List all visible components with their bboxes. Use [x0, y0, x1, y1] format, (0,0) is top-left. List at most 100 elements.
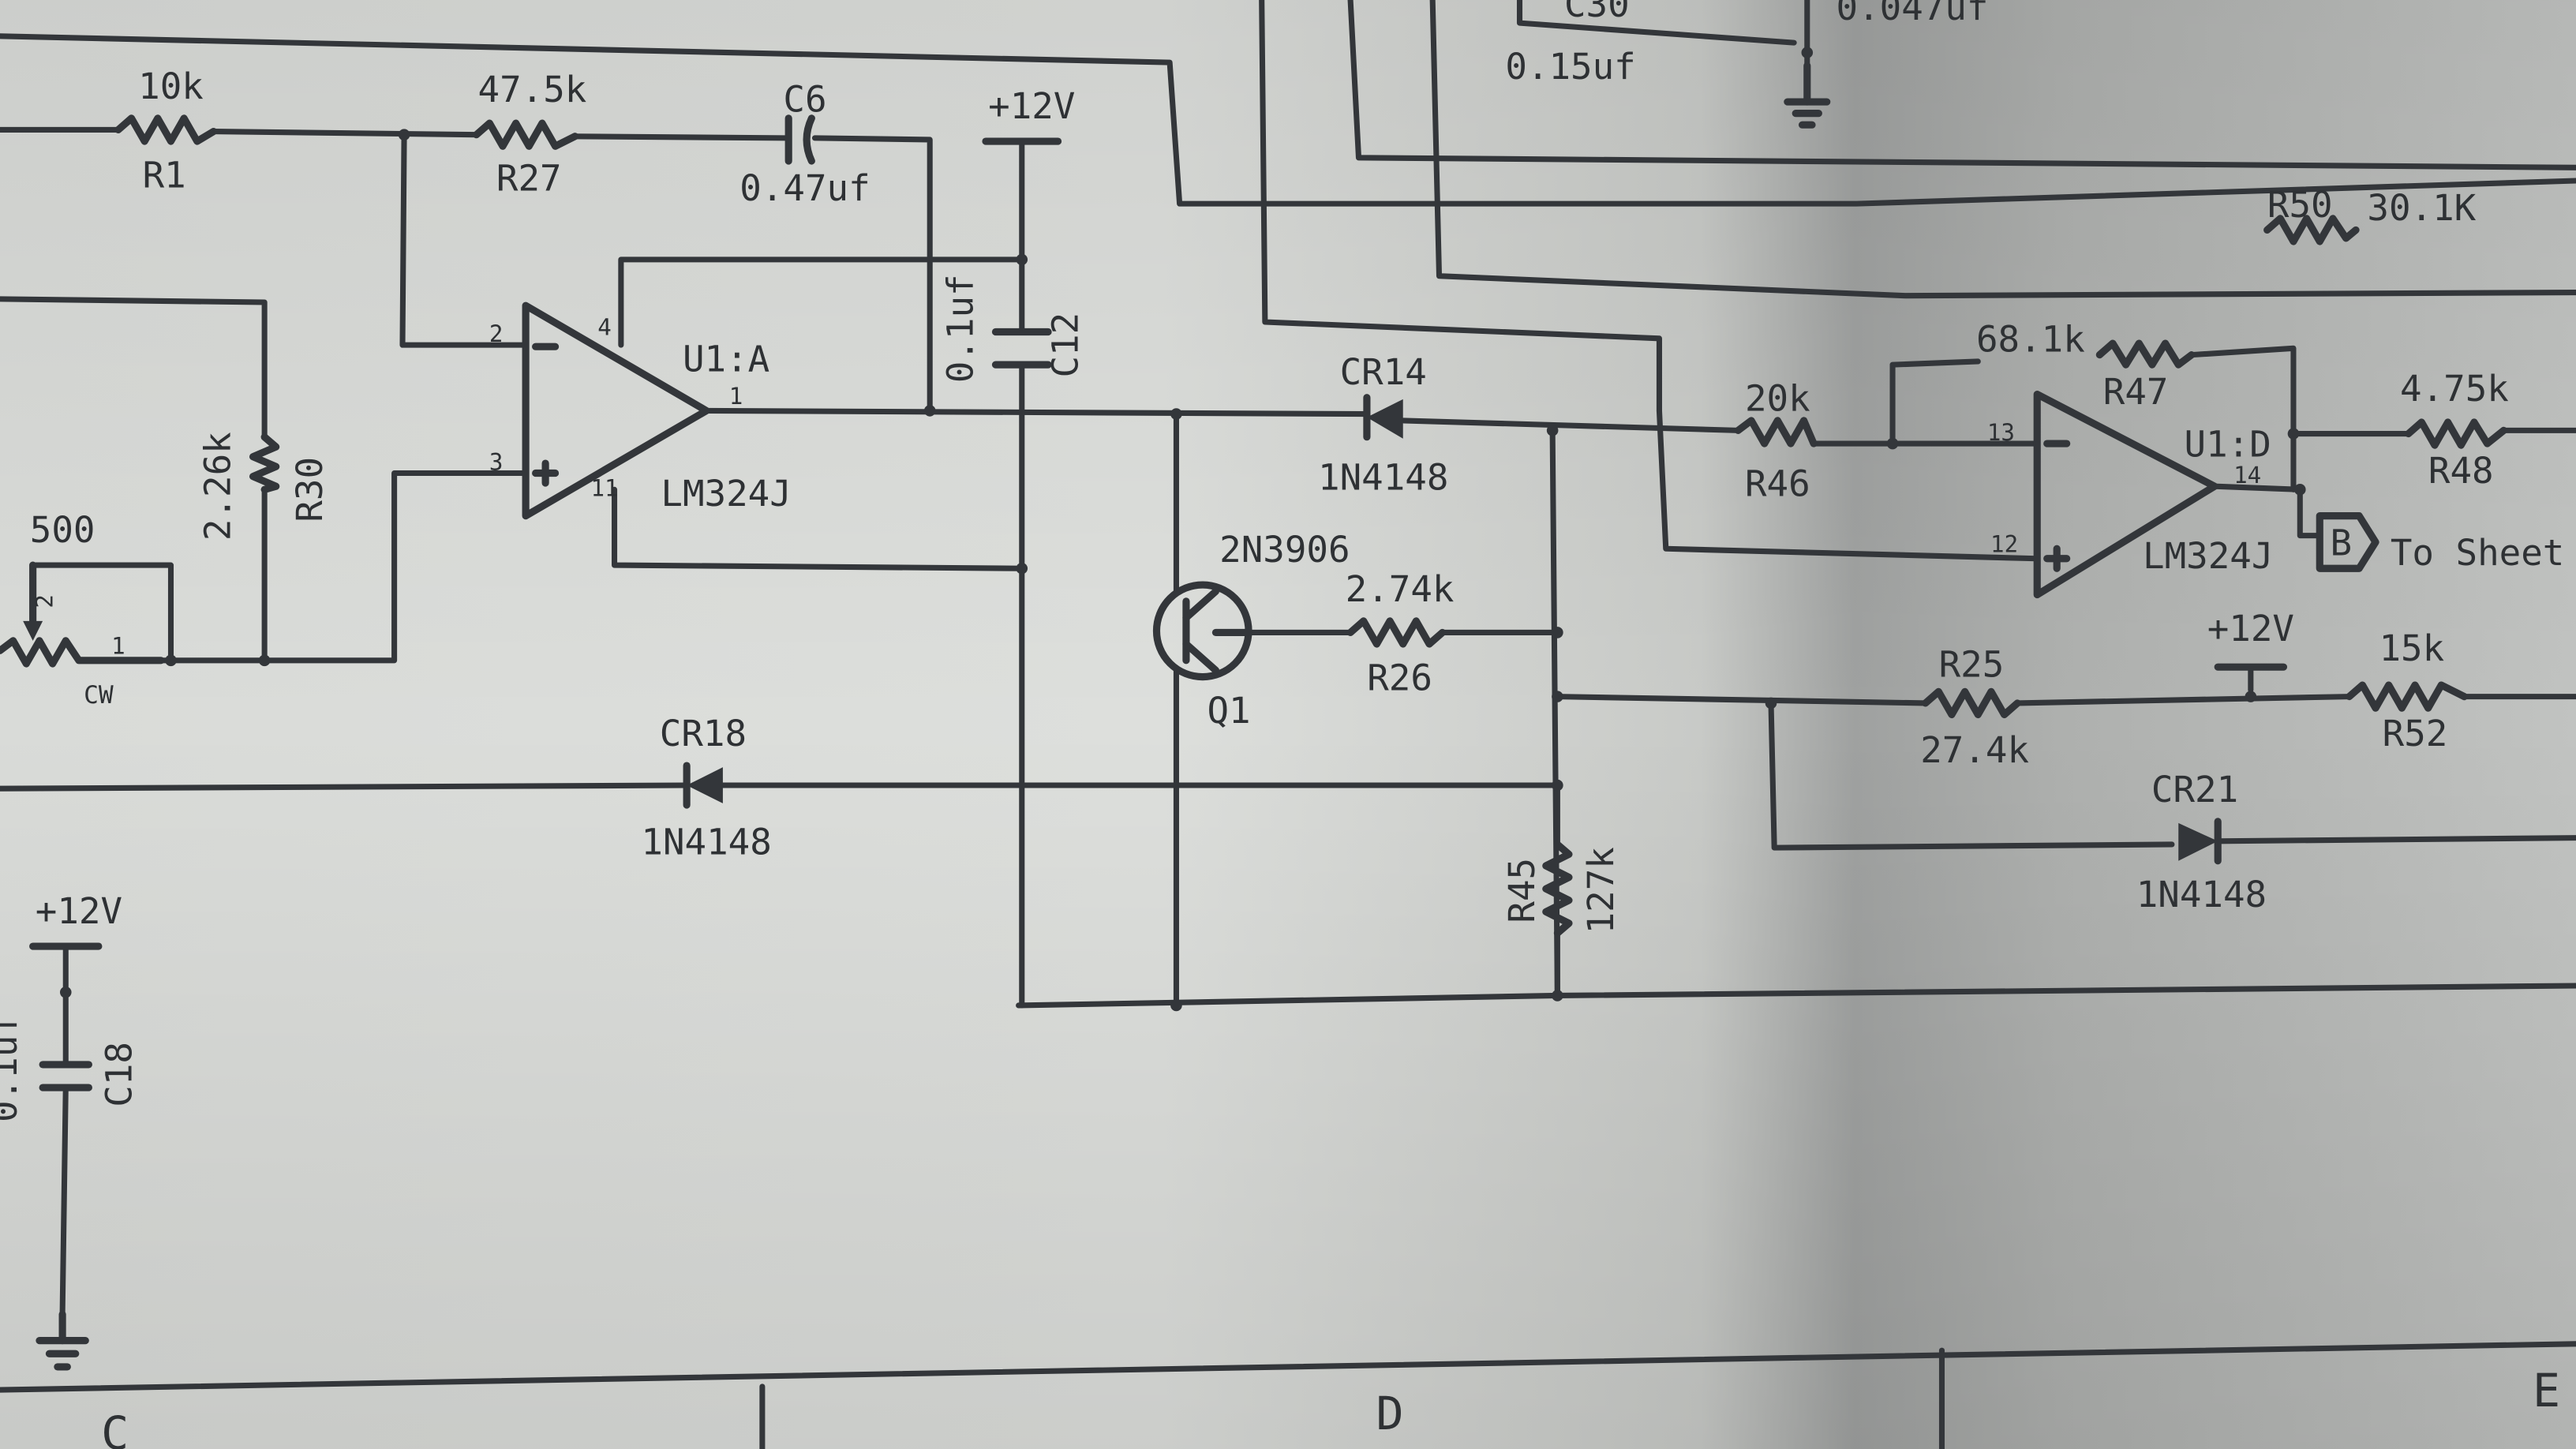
label-r45-value: 127k: [1579, 847, 1622, 934]
label-c6-ref: C6: [783, 78, 826, 121]
label-r25-ref: R25: [1939, 643, 2005, 686]
wire: [1656, 407, 2040, 562]
label-supply-r52: +12V: [2207, 607, 2294, 650]
frame-line: [0, 1341, 2576, 1393]
label-r47-ref: R47: [2103, 370, 2169, 413]
diode-cr14-symbol: [1363, 394, 1403, 441]
wire: [59, 1084, 69, 1317]
label-pot-cw: CW: [84, 681, 114, 710]
ground-icon: [1784, 62, 1831, 129]
wire: [703, 407, 1370, 417]
label-r48-ref: R48: [2428, 449, 2494, 492]
label-r27-value: 47.5k: [478, 68, 587, 110]
wire: [2188, 345, 2297, 492]
label-u1d-pin14: 14: [2233, 462, 2261, 489]
resistor-r50-symbol: [2263, 215, 2360, 245]
wire: [1889, 358, 1981, 447]
label-zone-c: C: [101, 1406, 129, 1449]
wire: [618, 256, 1025, 348]
label-u1d-ref: U1:D: [2185, 423, 2271, 466]
op-amp-u1d-symbol: [2033, 391, 2218, 599]
wire: [399, 132, 529, 348]
resistor-r30-symbol: [249, 433, 280, 493]
label-r30-ref: R30: [288, 457, 331, 522]
label-r27-ref: R27: [496, 156, 562, 199]
components: [0, 47, 2507, 1371]
label-r25-value: 27.4k: [1920, 728, 2029, 771]
wire: [2211, 483, 2303, 492]
label-cr18-ref: CR18: [660, 712, 747, 754]
label-zone-d: D: [1376, 1387, 1404, 1440]
resistor-r46-symbol: [1734, 417, 1818, 447]
wire: [1259, 0, 1662, 414]
label-u1d-part: LM324J: [2143, 534, 2273, 577]
label-cr21-ref: CR21: [2151, 768, 2238, 811]
label-r52-value: 15k: [2379, 627, 2444, 669]
wire: [611, 486, 1025, 571]
label-u1d-pin13: 13: [1987, 419, 2015, 446]
wire: [1549, 427, 1560, 999]
label-cr14-ref: CR14: [1340, 350, 1427, 393]
resistor-r26-symbol: [1346, 617, 1447, 648]
wire: [158, 470, 529, 664]
label-top-value: 0.047uf: [1837, 0, 1989, 28]
label-r47-value: 68.1k: [1976, 317, 2085, 360]
resistor-r27-symbol: [473, 119, 579, 150]
label-r48-value: 4.75k: [2400, 367, 2509, 410]
resistor-r45-symbol: [1542, 841, 1573, 937]
label-u1a-pin3: 3: [489, 448, 504, 475]
resistor-r47-symbol: [2095, 339, 2196, 369]
label-u1a-pin1: 1: [729, 383, 743, 410]
label-r46-value: 20k: [1745, 376, 1810, 419]
label-cr14-part: 1N4148: [1318, 455, 1448, 498]
label-c18-value: 0.1uf: [0, 1013, 25, 1122]
wire: [2014, 694, 2353, 706]
op-amp-u1a-symbol: [522, 301, 710, 520]
label-u1a-pin2: 2: [489, 320, 504, 347]
label-r26-value: 2.74k: [1346, 567, 1455, 610]
label-connector-letter: B: [2331, 522, 2353, 564]
wire: [30, 562, 174, 664]
resistor-r25-symbol: [1922, 687, 2021, 719]
diode-cr21-symbol: [2178, 818, 2222, 865]
label-cr21-part: 1N4148: [2136, 873, 2267, 915]
wire: [0, 296, 268, 440]
wire: [1400, 417, 1741, 433]
label-supply-c18: +12V: [36, 889, 122, 932]
label-c30-value: 0.15uf: [1505, 45, 1635, 88]
label-u1a-pin11: 11: [591, 475, 619, 502]
label-r50-value: 30.1K: [2367, 186, 2476, 229]
label-cr18-part: 1N4148: [641, 820, 771, 863]
label-pot-pin2: 2: [32, 594, 58, 608]
transistor-q1-symbol: [1152, 581, 1252, 681]
label-r45-ref: R45: [1500, 858, 1543, 923]
label-r50-ref: R50: [2267, 183, 2333, 226]
label-u1a-part: LM324J: [661, 472, 791, 515]
label-c12-value: 0.1uf: [938, 274, 981, 383]
resistor-r48-symbol: [2405, 418, 2507, 449]
wire: [0, 33, 2576, 207]
label-zone-e: E: [2533, 1364, 2560, 1417]
wire: [0, 782, 690, 792]
label-pot-value: 500: [30, 508, 95, 551]
diode-cr18-symbol: [683, 762, 723, 809]
label-top-ref: C30: [1564, 0, 1630, 25]
wiper-arrow-icon: [23, 620, 43, 641]
ground-icon: [36, 1310, 89, 1371]
wire: [1516, 0, 1797, 46]
label-r1-value: 10k: [138, 65, 204, 107]
label-c18-ref: C18: [98, 1042, 140, 1107]
wire: [1347, 0, 2576, 170]
wire: [811, 135, 933, 414]
off-sheet-connector-b: [2316, 512, 2379, 572]
label-c6-value: 0.47uf: [739, 167, 870, 209]
label-connector-label: To Sheet: [2391, 531, 2565, 574]
wire: [2297, 486, 2323, 539]
label-pot-pin1: 1: [111, 632, 125, 659]
label-q1-part: 2N3906: [1219, 528, 1350, 571]
label-u1a-ref: U1:A: [683, 337, 769, 380]
